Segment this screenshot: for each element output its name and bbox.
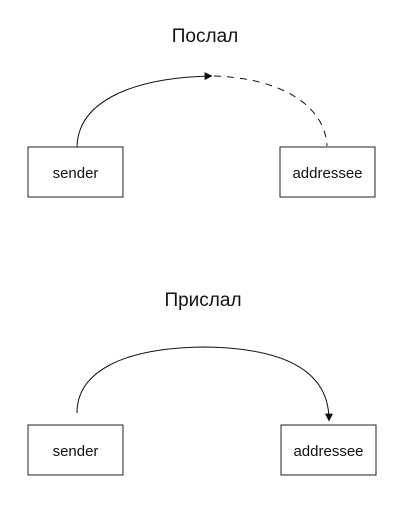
sender-box xyxy=(27,146,124,198)
panel-prislal: Прислал sender addressee xyxy=(27,290,377,476)
sender-label: sender xyxy=(53,165,99,182)
dashed-arc xyxy=(213,75,328,147)
panel-poslal: Послал sender addressee xyxy=(27,26,376,198)
solid-arc-arrow xyxy=(76,346,333,422)
addressee-label: addressee xyxy=(292,165,362,182)
solid-arc-arrow xyxy=(76,72,213,149)
addressee-box xyxy=(279,146,376,198)
addressee-box xyxy=(280,424,377,476)
sender-box xyxy=(27,424,124,476)
panel-title: Прислал xyxy=(164,290,241,311)
panel-title: Послал xyxy=(172,26,238,47)
sender-label: sender xyxy=(53,443,99,460)
addressee-label: addressee xyxy=(293,443,363,460)
